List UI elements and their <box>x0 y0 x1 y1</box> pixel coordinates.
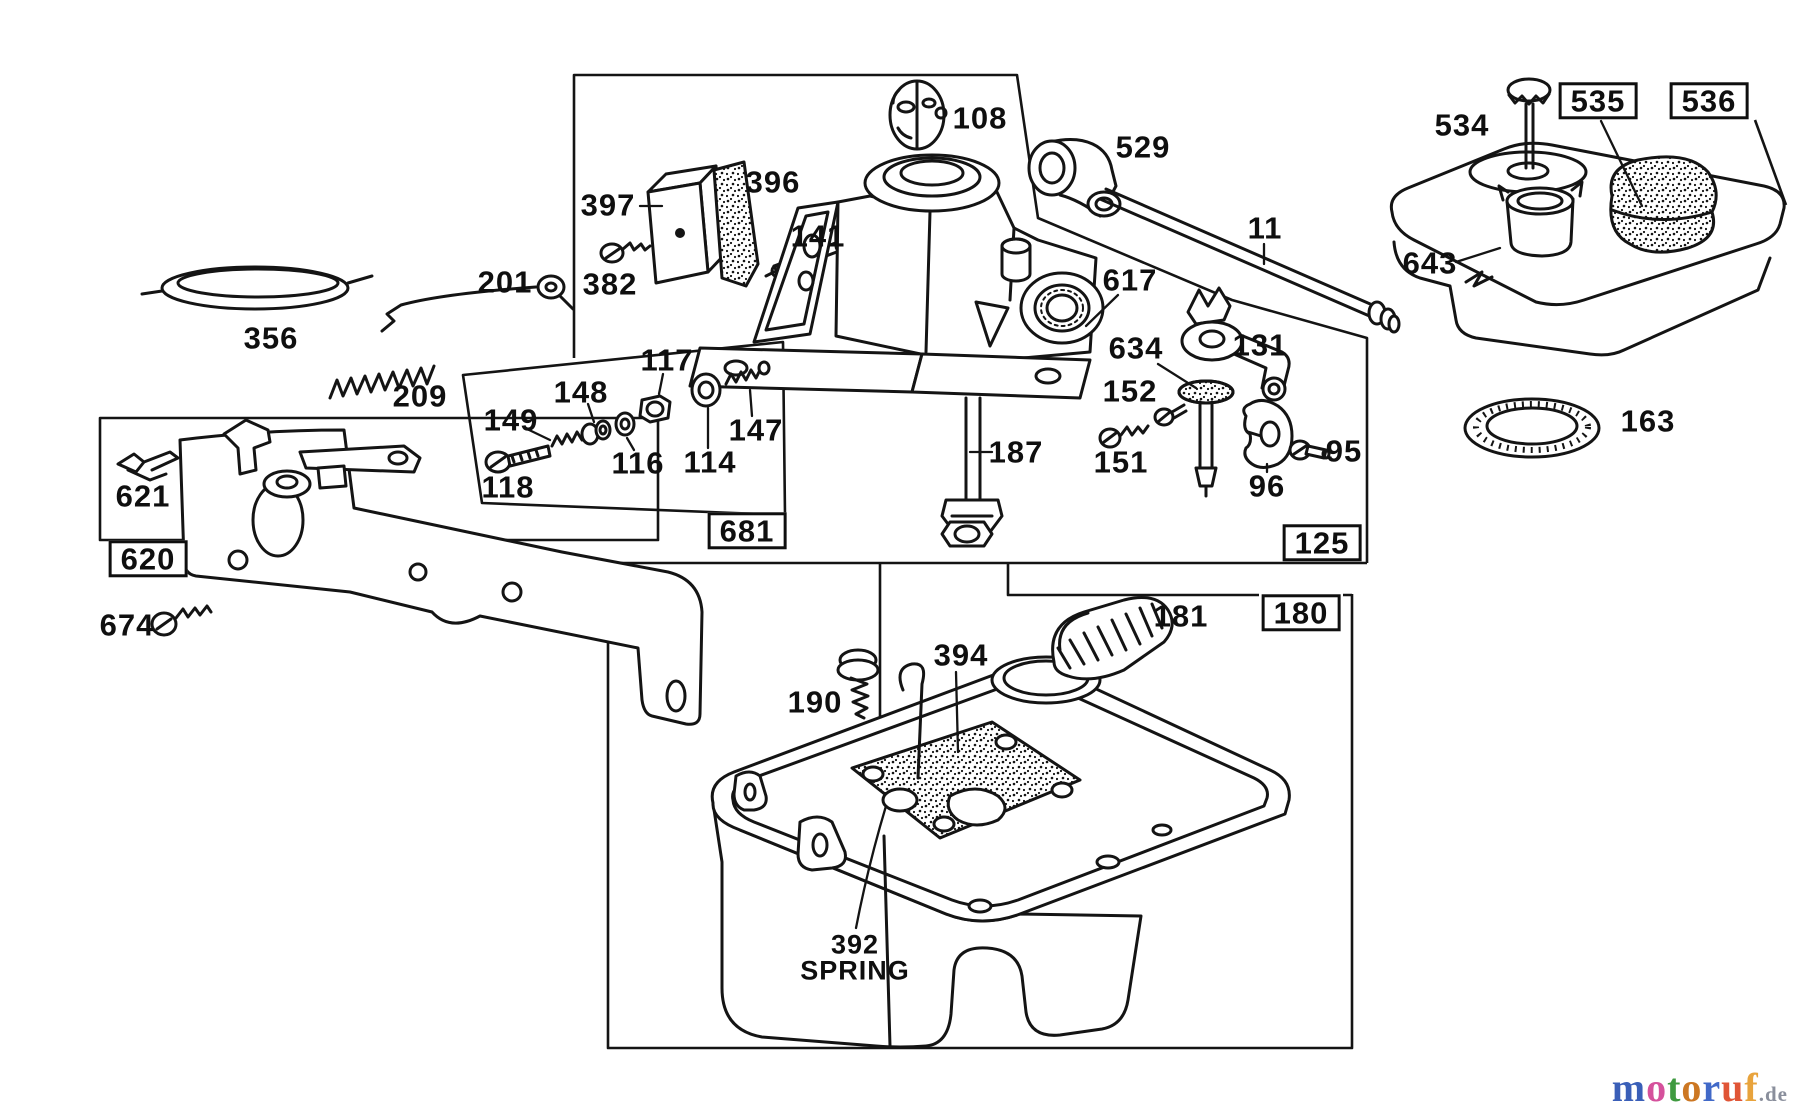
part-label-116: 116 <box>611 445 665 481</box>
part-label-148: 148 <box>553 374 609 410</box>
spring-link-201-drawing <box>380 274 575 333</box>
diaphragm-356-drawing <box>140 265 374 311</box>
part-label-149: 149 <box>483 402 539 438</box>
part-label-141: 141 <box>790 218 846 254</box>
choke-disc-96-drawing <box>1242 399 1294 469</box>
part-label-617: 617 <box>1102 262 1158 298</box>
part-label-181: 181 <box>1153 598 1209 634</box>
gasket-163-drawing <box>1463 397 1601 459</box>
part-label-535: 535 <box>1558 82 1638 120</box>
choke-plate-108-drawing <box>888 79 948 151</box>
part-label-643: 643 <box>1402 245 1458 281</box>
part-label-163: 163 <box>1620 403 1676 439</box>
part-label-392: 392 SPRING <box>800 929 910 985</box>
part-label-96: 96 <box>1248 468 1286 504</box>
part-label-394: 394 <box>933 637 989 673</box>
spring-209-drawing <box>328 364 436 400</box>
air-cleaner-assembly-drawing <box>1389 77 1786 357</box>
motoruf-logo-letter: t <box>1667 1065 1682 1110</box>
part-label-529: 529 <box>1115 129 1171 165</box>
screw-95-drawing <box>1288 439 1331 461</box>
part-label-114: 114 <box>683 444 737 480</box>
motoruf-logo-letters: motoruf <box>1612 1065 1759 1110</box>
part-label-180: 180 <box>1261 594 1341 632</box>
motoruf-logo[interactable]: motoruf.de <box>1612 1064 1788 1111</box>
part-label-621: 621 <box>115 478 171 514</box>
screw-152-drawing <box>1153 403 1188 427</box>
carburetor-body-drawing <box>688 153 1105 534</box>
motoruf-logo-letter: o <box>1646 1065 1668 1110</box>
pump-gasket-394-drawing <box>850 520 1082 840</box>
part-label-397: 397 <box>580 187 636 223</box>
screw-151-drawing <box>1098 424 1150 449</box>
part-label-356: 356 <box>243 320 299 356</box>
part-label-95: 95 <box>1325 433 1363 469</box>
clip-621-drawing <box>116 450 180 482</box>
fuel-pipe-11-drawing <box>1098 187 1401 334</box>
part-label-190: 190 <box>787 684 843 720</box>
motoruf-logo-letter: f <box>1744 1065 1759 1110</box>
part-label-634: 634 <box>1108 330 1164 366</box>
part-label-396: 396 <box>745 164 801 200</box>
part-label-534: 534 <box>1434 107 1490 143</box>
motoruf-logo-letter: u <box>1721 1065 1745 1110</box>
motoruf-logo-suffix: .de <box>1758 1082 1788 1106</box>
part-label-620: 620 <box>108 540 188 578</box>
choke-parts-397-396-382-drawing <box>599 160 760 288</box>
part-label-152: 152 <box>1102 373 1158 409</box>
governor-lever-drawing <box>222 418 422 499</box>
part-label-674: 674 <box>99 607 155 643</box>
part-label-125: 125 <box>1282 524 1362 562</box>
part-label-187: 187 <box>988 434 1044 470</box>
screw-190-drawing <box>836 648 880 720</box>
part-label-131: 131 <box>1232 327 1288 363</box>
fuel-cap-181-drawing <box>1051 596 1174 681</box>
screw-674-drawing <box>150 604 213 637</box>
part-label-147: 147 <box>728 412 784 448</box>
part-label-151: 151 <box>1093 444 1149 480</box>
part-label-201: 201 <box>477 264 533 300</box>
motoruf-logo-letter: o <box>1681 1065 1703 1110</box>
part-label-11: 11 <box>1247 210 1283 246</box>
part-label-536: 536 <box>1669 82 1749 120</box>
needle-valve-parts-drawing <box>484 360 771 474</box>
panel-frames <box>98 73 1788 1050</box>
part-label-118: 118 <box>481 469 535 505</box>
part-label-382: 382 <box>582 266 638 302</box>
motoruf-logo-letter: m <box>1611 1065 1647 1110</box>
part-label-681: 681 <box>707 512 787 550</box>
part-label-117: 117 <box>640 342 694 378</box>
part-label-108: 108 <box>952 100 1008 136</box>
motoruf-logo-letter: r <box>1702 1065 1722 1110</box>
leader-lines <box>523 119 1644 930</box>
part-label-209: 209 <box>392 378 448 414</box>
